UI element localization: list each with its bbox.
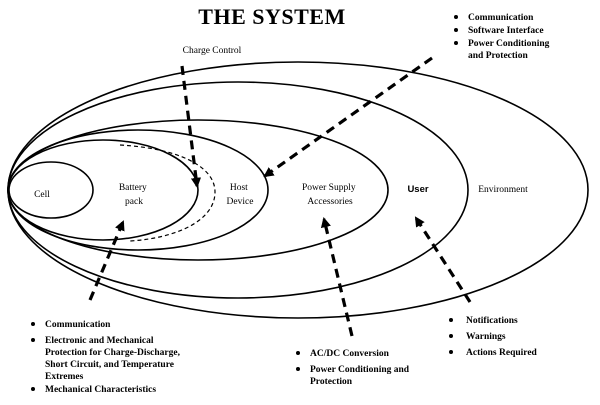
cell-layer	[8, 161, 94, 219]
battery-pack-arrow	[88, 220, 125, 301]
user-arrow	[414, 216, 472, 303]
bullet-icon	[454, 41, 458, 45]
charge-control-label: Charge Control	[183, 46, 242, 56]
bullet-icon	[449, 318, 453, 322]
list-item: Software Interface	[468, 26, 544, 36]
power-supply-arrow	[320, 217, 354, 337]
user-label: User	[407, 184, 428, 195]
bullet-icon	[31, 338, 35, 342]
list-item: Warnings	[466, 332, 506, 342]
power-supply-label: Power Supply Accessories	[302, 183, 358, 207]
environment-label: Environment	[478, 185, 528, 195]
bullet-icon	[296, 367, 300, 371]
list-item: Communication	[45, 320, 111, 330]
diagram-title: THE SYSTEM	[198, 4, 345, 29]
cell-label: Cell	[34, 190, 50, 200]
bottom-middle-list: AC/DC Conversion Power Conditioning and …	[296, 349, 411, 387]
bullet-icon	[454, 28, 458, 32]
bullet-icon	[454, 15, 458, 19]
bullet-icon	[31, 387, 35, 391]
charge-control-arrow	[180, 65, 202, 189]
list-item: Power Conditioning and Protection	[310, 365, 411, 387]
bullet-icon	[296, 351, 300, 355]
list-item: Communication	[468, 13, 534, 23]
host-device-label: Host Device	[227, 183, 254, 207]
battery-pack-layer	[7, 139, 199, 241]
top-right-list: Communication Software Interface Power C…	[454, 13, 552, 61]
battery-pack-label: Battery pack	[119, 183, 149, 207]
charge-control-boundary	[119, 144, 216, 242]
bullet-icon	[31, 322, 35, 326]
list-item: Mechanical Characteristics	[45, 385, 156, 395]
list-item: Actions Required	[466, 348, 538, 358]
bullet-icon	[449, 334, 453, 338]
host-device-arrow	[263, 56, 433, 178]
list-item: AC/DC Conversion	[310, 349, 390, 359]
list-item: Electronic and Mechanical Protection for…	[45, 336, 182, 382]
list-item: Power Conditioning and Protection	[468, 39, 552, 61]
bullet-icon	[449, 350, 453, 354]
bottom-right-list: Notifications Warnings Actions Required	[449, 316, 538, 358]
list-item: Notifications	[466, 316, 518, 326]
bottom-left-list: Communication Electronic and Mechanical …	[31, 320, 182, 395]
